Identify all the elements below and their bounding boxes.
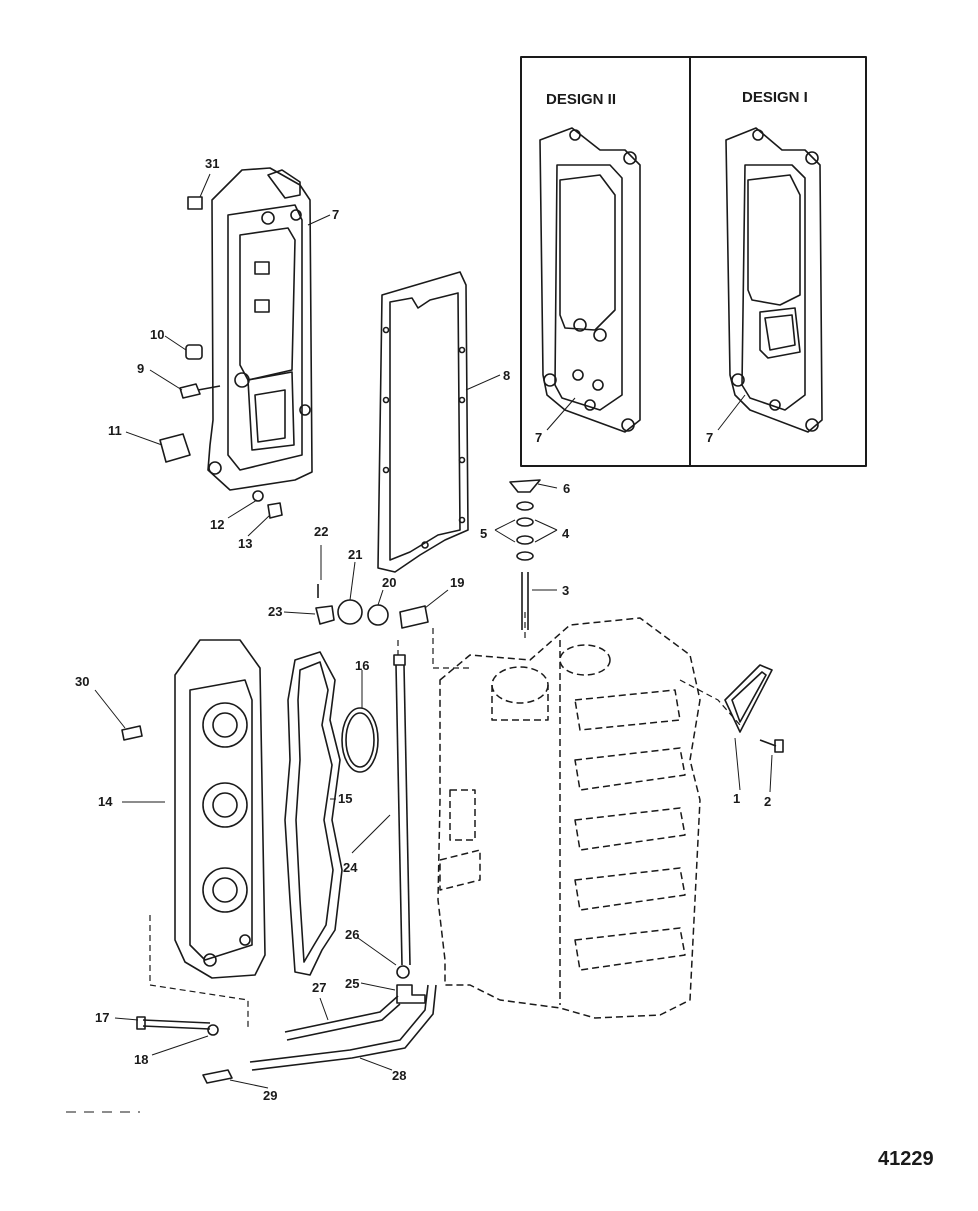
figure-number: 41229 bbox=[878, 1148, 934, 1170]
design-i-callout-7: 7 bbox=[706, 430, 713, 445]
design-i-cover-plate bbox=[725, 127, 823, 433]
callout-14: 14 bbox=[98, 794, 113, 809]
tube-part-24 bbox=[393, 654, 411, 966]
callout-9: 9 bbox=[137, 361, 144, 376]
exhaust-cover-part-14 bbox=[174, 639, 266, 979]
callout-19: 19 bbox=[450, 575, 464, 590]
hose-part-28 bbox=[249, 984, 437, 1071]
fitting-part-18 bbox=[207, 1024, 219, 1036]
callout-22: 22 bbox=[314, 524, 328, 539]
design-ii-title: DESIGN II bbox=[546, 91, 616, 108]
fitting-part-29 bbox=[202, 1069, 233, 1084]
cover-plate-part-7 bbox=[207, 167, 313, 491]
fittings-parts-19-23 bbox=[315, 584, 429, 629]
callout-2: 2 bbox=[764, 794, 771, 809]
callout-25: 25 bbox=[345, 976, 359, 991]
callout-29: 29 bbox=[263, 1088, 277, 1103]
small-fasteners bbox=[121, 196, 283, 741]
callout-12: 12 bbox=[210, 517, 224, 532]
callout-26: 26 bbox=[345, 927, 359, 942]
callout-6: 6 bbox=[563, 481, 570, 496]
stud-stack-parts-3-6 bbox=[509, 479, 541, 630]
assembly-lines bbox=[149, 612, 741, 1030]
callout-8: 8 bbox=[503, 368, 510, 383]
callout-21: 21 bbox=[348, 547, 362, 562]
o-ring-part-16 bbox=[341, 707, 379, 773]
callout-10: 10 bbox=[150, 327, 164, 342]
callout-13: 13 bbox=[238, 536, 252, 551]
callout-31: 31 bbox=[205, 156, 219, 171]
callout-3: 3 bbox=[562, 583, 569, 598]
callout-1: 1 bbox=[733, 791, 740, 806]
callout-16: 16 bbox=[355, 658, 369, 673]
tee-fitting-part-25 bbox=[396, 984, 426, 1004]
callout-leaders bbox=[94, 173, 773, 1089]
callout-15: 15 bbox=[338, 791, 352, 806]
callout-27: 27 bbox=[312, 980, 326, 995]
callout-24: 24 bbox=[343, 860, 358, 875]
callout-4: 4 bbox=[562, 526, 570, 541]
callout-5: 5 bbox=[480, 526, 487, 541]
callout-20: 20 bbox=[382, 575, 396, 590]
callout-7: 7 bbox=[332, 207, 339, 222]
gasket-part-8 bbox=[377, 271, 469, 573]
screw-part-2 bbox=[759, 739, 784, 753]
design-variants-inset bbox=[520, 56, 867, 467]
callout-28: 28 bbox=[392, 1068, 406, 1083]
bracket-part-1 bbox=[724, 664, 773, 733]
design-ii-cover-plate bbox=[539, 127, 641, 433]
hose-part-27 bbox=[284, 995, 401, 1041]
gasket-part-15 bbox=[284, 651, 343, 976]
callout-30: 30 bbox=[75, 674, 89, 689]
fitting-part-26 bbox=[396, 965, 410, 979]
callout-18: 18 bbox=[134, 1052, 148, 1067]
design-i-title: DESIGN I bbox=[742, 89, 808, 106]
callout-17: 17 bbox=[95, 1010, 109, 1025]
bolt-part-17 bbox=[136, 1016, 211, 1030]
design-ii-callout-7: 7 bbox=[535, 430, 542, 445]
callout-11: 11 bbox=[108, 423, 122, 438]
callout-23: 23 bbox=[268, 604, 282, 619]
engine-block bbox=[437, 617, 701, 1019]
